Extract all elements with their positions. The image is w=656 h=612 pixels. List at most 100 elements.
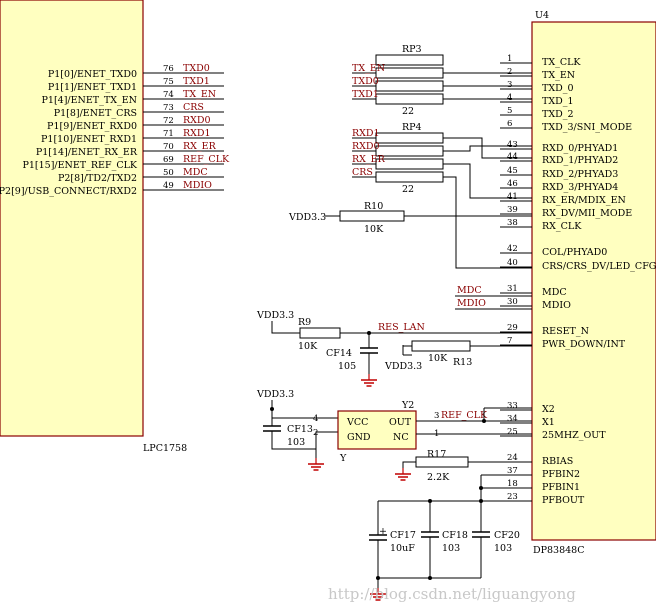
phy-pin-name: RXD_2/PHYAD3 [542, 169, 618, 180]
mcu-pin-name: P1[8]/ENET_CRS [54, 108, 137, 119]
mcu-pin-number: 70 [163, 142, 174, 152]
phy-pin-name: RXD_0/PHYAD1 [542, 143, 618, 154]
osc-out-label: OUT [389, 417, 412, 428]
mcu-pin-net: TXD0 [183, 63, 210, 74]
phy-pin-name: MDIO [542, 300, 571, 311]
phy-part-label: DP83848C [533, 545, 585, 556]
mcu-pin-name: P1[10]/ENET_RXD1 [41, 134, 137, 145]
r10-ref: R10 [364, 201, 383, 212]
mcu-body [0, 0, 144, 437]
phy-pin-name: TX_CLK [542, 57, 581, 68]
r13-ref: R13 [453, 357, 472, 368]
rp4-net-rx-er: RX_ER [352, 154, 386, 165]
osc-vcc-label: VCC [346, 417, 368, 428]
mcu-pin-net: REF_CLK [183, 154, 230, 165]
mcu-pin-number: 73 [163, 103, 174, 113]
phy-pin-name: CRS/CRS_DV/LED_CFG [542, 261, 656, 272]
osc-pin-nc: 1 [434, 429, 439, 439]
rp3-resistor-pack: RP3 22 TX_EN TXD0 TXD1 [352, 44, 532, 117]
phy-pin-number: 45 [507, 166, 518, 176]
cf20-value: 103 [494, 543, 512, 554]
rp4-ref: RP4 [402, 122, 422, 133]
phy-pin-name: X1 [542, 417, 555, 428]
mdio-net-label: MDIO [457, 298, 486, 309]
phy-pin-name: TXD_3/SNI_MODE [542, 122, 632, 133]
osc-sub: Y [339, 453, 347, 464]
phy-pin-number: 6 [507, 119, 512, 129]
phy-pin-number: 4 [507, 93, 512, 103]
r10-value: 10K [364, 224, 384, 235]
mcu-pin-net: MDC [183, 167, 208, 178]
osc-pin-out: 3 [434, 411, 439, 421]
phy-pin-number: 38 [507, 218, 518, 228]
mcu-pin-name: P1[14]/ENET_RX_ER [36, 147, 138, 158]
cf13-ref: CF13 [287, 424, 313, 435]
phy-pin-number: 31 [507, 284, 518, 294]
cf18-value: 103 [442, 543, 460, 554]
cf13-value: 103 [287, 437, 305, 448]
mcu-pin-name: P1[0]/ENET_TXD0 [48, 69, 137, 80]
r13-value: 10K [428, 353, 448, 364]
phy-pin-number: 42 [507, 244, 518, 254]
mcu-pin-number: 50 [163, 168, 174, 178]
mcu-pin-name: P1[9]/ENET_RXD0 [47, 121, 137, 132]
osc-ref: Y2 [401, 400, 414, 411]
r9-value: 10K [298, 341, 318, 352]
rp4-net-rxd0: RXD0 [352, 141, 380, 152]
r13-supply: VDD3.3 [384, 361, 422, 372]
phy-pin-number: 34 [507, 414, 518, 424]
osc-supply: VDD3.3 [256, 389, 294, 400]
cf14-value: 105 [338, 361, 356, 372]
phy-pin-number: 44 [507, 152, 518, 162]
mcu-pin-net: TX_EN [183, 89, 216, 100]
phy-pin-number: 41 [507, 192, 518, 202]
phy-pin-name: PFBOUT [542, 495, 585, 506]
phy-pin-name: PFBIN2 [542, 469, 580, 480]
r10-resistor: VDD3.3 R10 10K [288, 201, 532, 235]
mcu-pin-net: TXD1 [183, 76, 210, 87]
phy-pin-name: TXD_2 [542, 109, 574, 120]
phy-pin-number: 29 [507, 323, 518, 333]
phy-pin-name: COL/PHYAD0 [542, 247, 607, 258]
rp4-resistor-pack: RP4 22 RXD1 RXD0 RX_ER CRS [352, 122, 532, 269]
mcu-pin-net: CRS [183, 102, 204, 113]
phy-pin-name: RX_CLK [542, 221, 582, 232]
mcu-pin-number: 74 [163, 90, 174, 100]
mcu-pin-net: RXD0 [183, 115, 211, 126]
r10-supply: VDD3.3 [288, 212, 326, 223]
r17-value: 2.2K [427, 472, 450, 483]
rp3-net-txd0: TXD0 [352, 76, 379, 87]
r9-ref: R9 [298, 317, 311, 328]
cf14-ref: CF14 [326, 348, 352, 359]
mcu-pin-name: P2[9]/USB_CONNECT/RXD2 [0, 186, 137, 197]
mcu-pin-name: P1[1]/ENET_TXD1 [48, 82, 137, 93]
phy-pin-name: TXD_1 [542, 96, 574, 107]
phy-pin-name: TXD_0 [542, 83, 574, 94]
r9-supply: VDD3.3 [256, 310, 294, 321]
rp4-value: 22 [402, 184, 414, 195]
phy-pin-number: 33 [507, 401, 518, 411]
rp3-net-tx-en: TX_EN [352, 63, 385, 74]
phy-pin-name: MDC [542, 287, 567, 298]
mcu-pin-name: P2[8]/TD2/TXD2 [58, 173, 137, 184]
phy-pin-number: 23 [507, 492, 518, 502]
cf17-value: 10uF [390, 543, 415, 554]
rp3-ref: RP3 [402, 44, 422, 55]
r13-resistor: VDD3.3 10K R13 [384, 340, 532, 372]
phy-pin-number: 30 [507, 297, 518, 307]
rp4-net-rxd1: RXD1 [352, 128, 380, 139]
phy-pin-name: RX_DV/MII_MODE [542, 208, 632, 219]
cf20-ref: CF20 [494, 530, 520, 541]
mcu-pin-number: 69 [163, 155, 174, 165]
phy-body [531, 21, 656, 541]
r17-resistor: R17 2.2K [394, 449, 532, 483]
phy-pin-name: 25MHZ_OUT [542, 430, 606, 441]
mcu-pin-name: P1[15]/ENET_REF_CLK [22, 160, 137, 171]
pfb-capacitors: + CF17 10uF CF18 103 CF20 103 [369, 474, 532, 601]
phy-pin-number: 3 [507, 80, 512, 90]
res-lan-net-label: RES_LAN [378, 322, 425, 333]
r17-ref: R17 [427, 449, 446, 460]
rp3-value: 22 [402, 106, 414, 117]
